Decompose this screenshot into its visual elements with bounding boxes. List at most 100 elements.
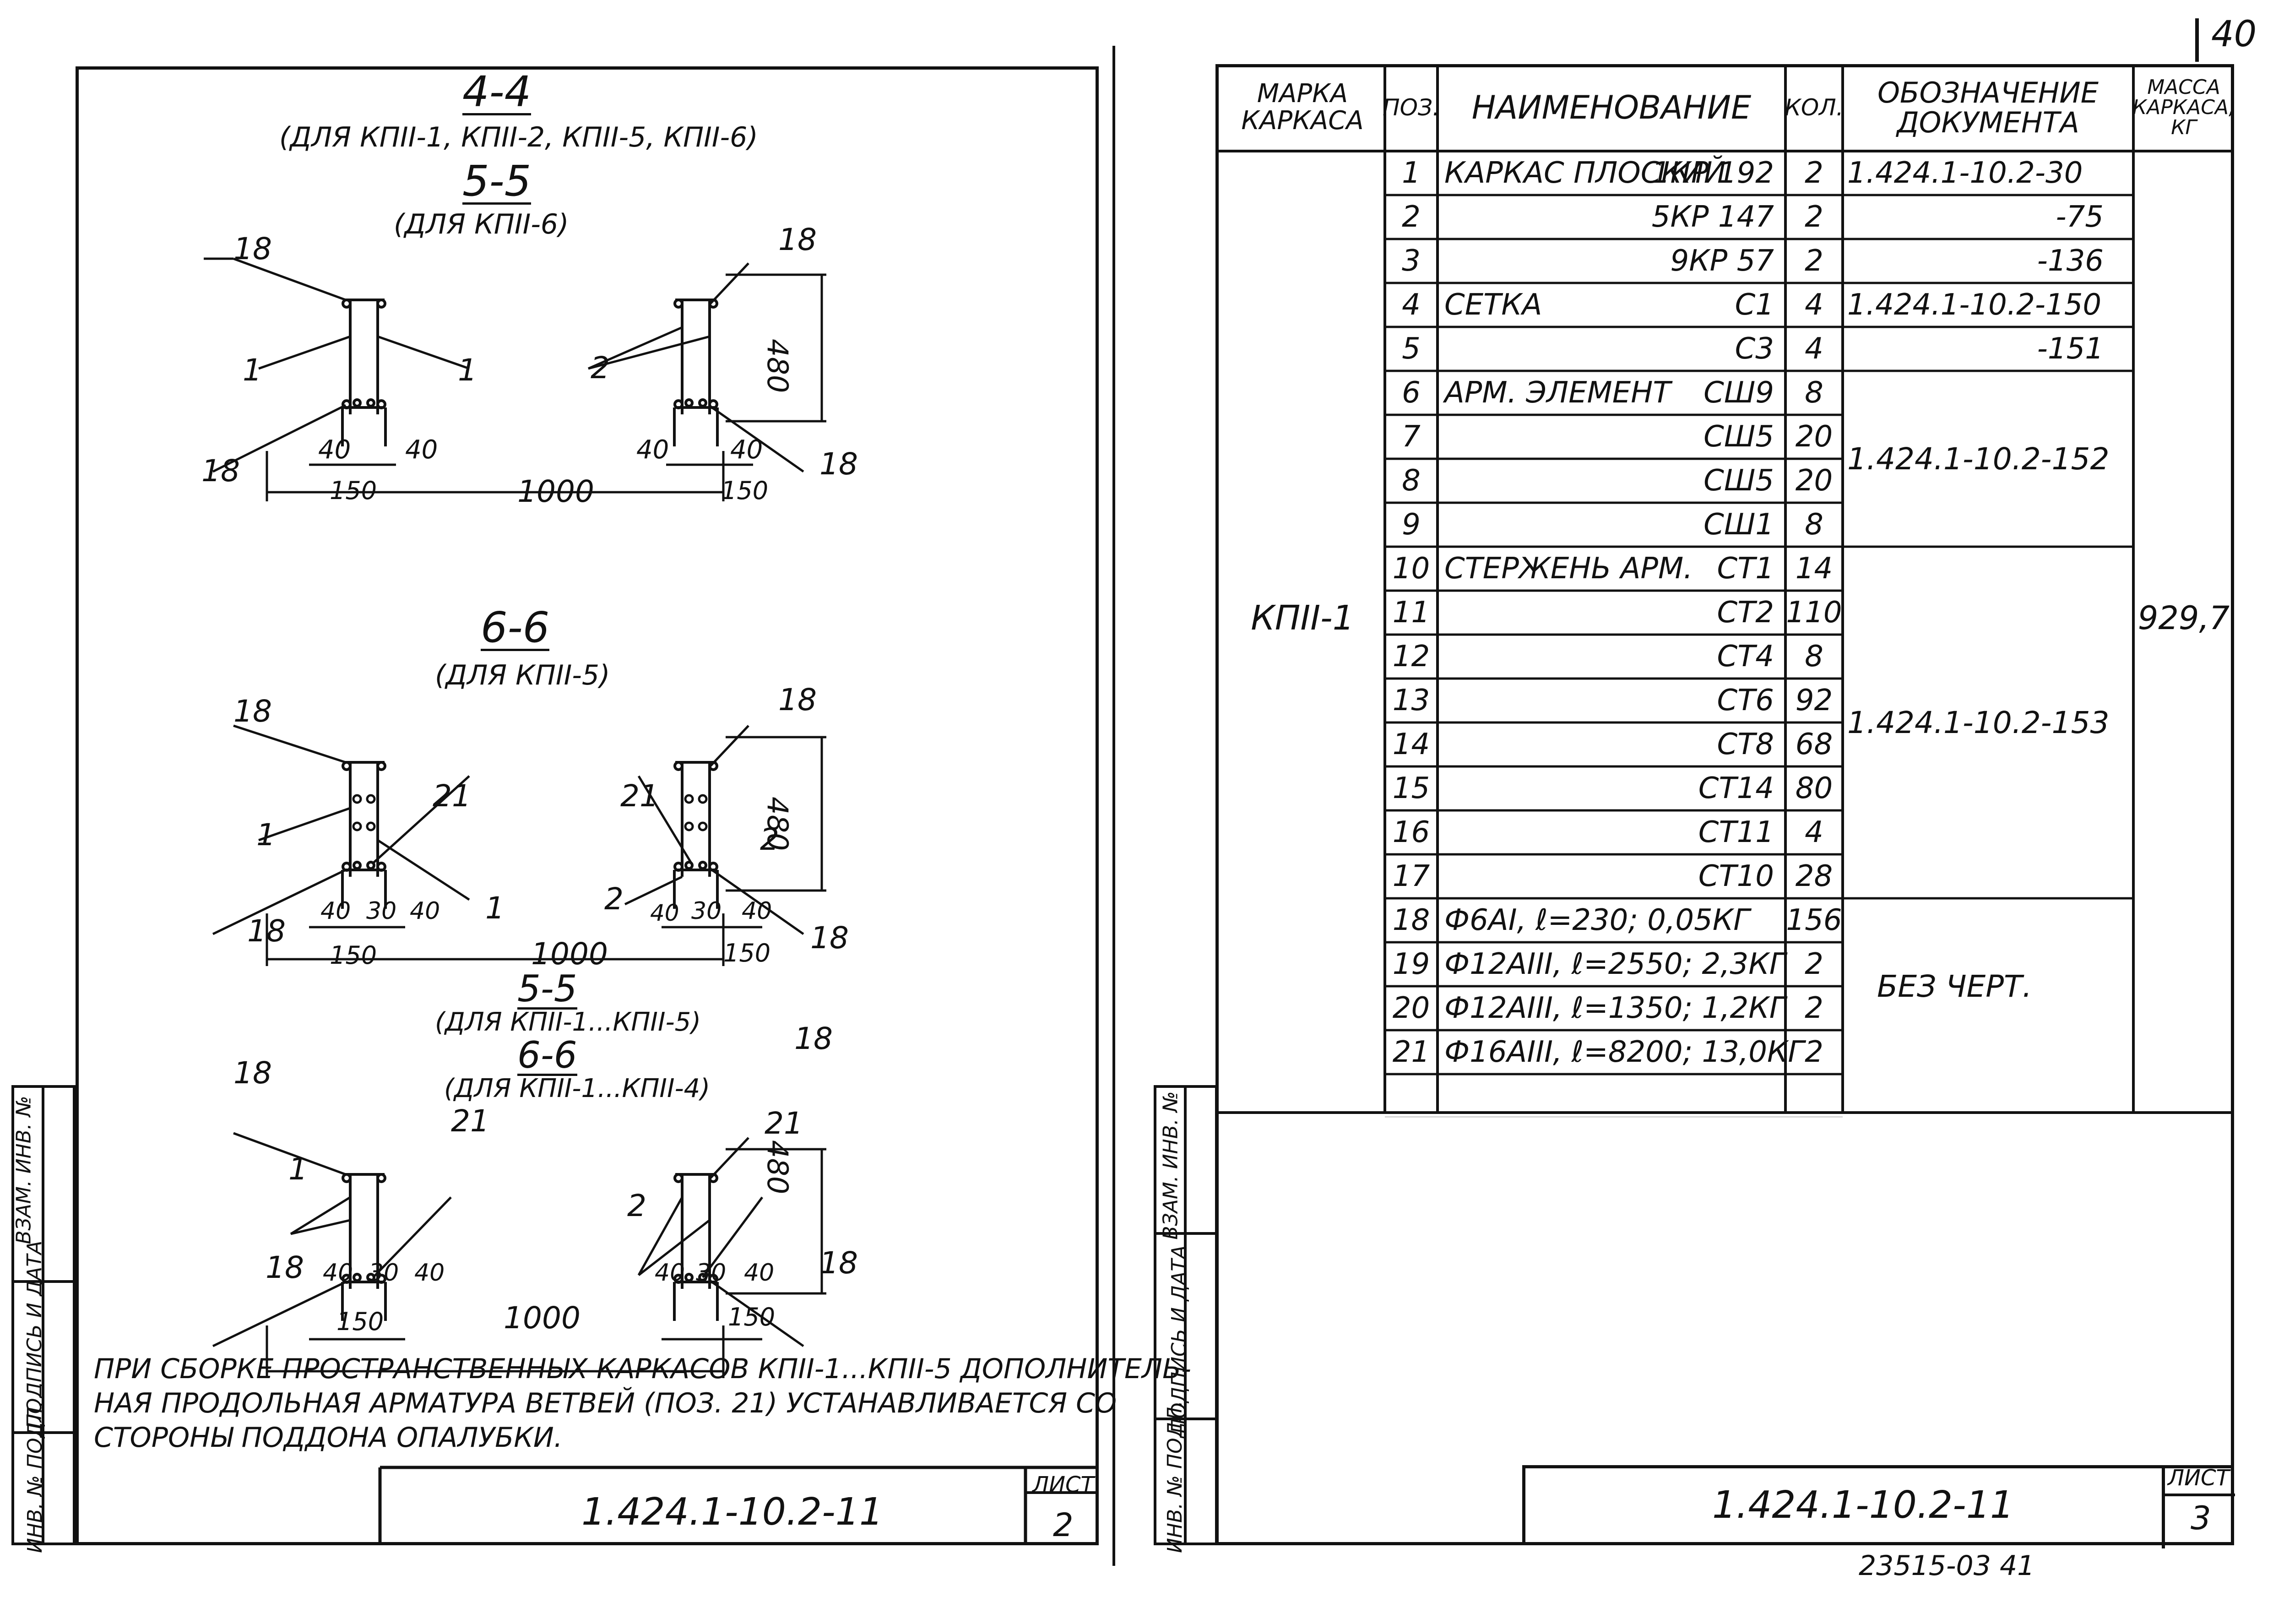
left-sheet-number: 2 [1053, 1506, 1074, 1544]
note-line-3: СТОРОНЫ ПОДДОНА ОПАЛУБКИ. [94, 1422, 563, 1454]
page-number-mark [2195, 18, 2199, 62]
row-name-code: СТ4 [1717, 640, 1774, 673]
doc-group-1-line1: 1.424.1-10.2-30 [1847, 156, 2083, 190]
row-pos: 2 [1402, 200, 1421, 234]
row-qty: 92 [1795, 684, 1833, 717]
lbl-150-d: 150 [723, 939, 771, 967]
section-44-note: (ДЛЯ КПII-1, КПII-2, КПII-5, КПII-6) [279, 121, 758, 153]
row-qty: 68 [1795, 728, 1833, 761]
row-pos: 18 [1392, 903, 1430, 937]
section-66b-note: (ДЛЯ КПII-1...КПII-4) [444, 1074, 711, 1103]
lbl-18-c: 18 [778, 222, 817, 257]
header-doc: ОБОЗНАЧЕНИЕ ДОКУМЕНТА [1877, 76, 2099, 139]
row-name-prefix: КАРКАС ПЛОСКИЙ [1444, 156, 1726, 190]
lbl-480-c: 480 [761, 1140, 794, 1195]
section-44-label: 4-4 [462, 67, 532, 116]
lbl-1-c: 1 [256, 817, 276, 853]
right-sheet [1215, 64, 2234, 1545]
row-pos: 3 [1402, 244, 1421, 278]
row-qty: 2 [1805, 200, 1823, 234]
lbl-21-a: 21 [433, 778, 471, 814]
lbl-18-i: 18 [233, 1055, 272, 1091]
lbl-30-c: 30 [369, 1259, 399, 1287]
lbl-2-c: 2 [604, 881, 624, 917]
row-name-code: 5КР 147 [1651, 200, 1774, 234]
row-pos: 21 [1392, 1035, 1430, 1069]
spec-table-grid [1215, 64, 2234, 1117]
row-qty: 20 [1795, 420, 1833, 454]
row-name-code: С1 [1735, 288, 1774, 322]
row-name-code [1444, 986, 1774, 1030]
lbl-18-b: 18 [201, 453, 240, 489]
row-name-code: СТ8 [1717, 728, 1774, 761]
row-qty: 20 [1795, 464, 1833, 498]
section-55a-note: (ДЛЯ КПII-6) [394, 208, 569, 240]
left-sheet-label: ЛИСТ [1032, 1472, 1094, 1498]
right-title-code: 1.424.1-10.2-11 [1712, 1483, 2014, 1527]
header-name: НАИМЕНОВАНИЕ [1471, 89, 1752, 126]
row-name-code [1444, 1030, 1774, 1074]
left-title-code: 1.424.1-10.2-11 [581, 1490, 884, 1534]
lbl-1-d: 1 [485, 891, 505, 926]
row-pos: 11 [1392, 596, 1430, 630]
lbl-40-h: 40 [742, 897, 772, 925]
row-qty: 2 [1805, 947, 1823, 981]
row-name-code: СТ14 [1698, 771, 1774, 805]
lbl-40-d: 40 [730, 435, 763, 465]
row-pos: 9 [1402, 508, 1421, 542]
row-qty: 4 [1805, 332, 1823, 366]
row-name-code: С3 [1735, 332, 1774, 366]
row-pos: 14 [1392, 728, 1430, 761]
lbl-18-k: 18 [794, 1021, 833, 1056]
right-title-block [1522, 1465, 2235, 1548]
row-pos: 12 [1392, 640, 1430, 673]
left-drawings [204, 257, 1099, 1545]
lbl-2-d: 2 [627, 1188, 646, 1223]
lbl-18-g: 18 [778, 682, 817, 717]
row-pos: 7 [1402, 420, 1421, 454]
lbl-30-a: 30 [366, 897, 397, 925]
header-qty: КОЛ. [1785, 94, 1844, 121]
lbl-40-a: 40 [318, 435, 351, 465]
row-name-code [1444, 942, 1774, 986]
row-name-prefix: Ф6АI, ℓ=230; 0,05КГ [1444, 903, 1750, 937]
row-qty: 2 [1805, 244, 1823, 278]
lbl-40-i: 40 [323, 1259, 353, 1287]
row-pos: 10 [1392, 552, 1430, 586]
row-pos: 1 [1402, 156, 1421, 190]
lbl-1000-b: 1000 [531, 936, 608, 972]
right-stamp-repl: ВЗАМ. ИНВ. № [1159, 1091, 1183, 1240]
row-qty: 8 [1805, 640, 1823, 673]
lbl-150-a: 150 [330, 476, 377, 505]
right-stamp-sign: ПОДПИСЬ И ДАТА [1167, 1245, 1191, 1434]
page-number-top: 40 [2211, 14, 2257, 55]
lbl-18-e: 18 [233, 694, 272, 729]
note-line-2: НАЯ ПРОДОЛЬНАЯ АРМАТУРА ВЕТВЕЙ (ПОЗ. 21)… [94, 1387, 1117, 1419]
lbl-1-b: 1 [458, 353, 477, 388]
row-pos: 8 [1402, 464, 1421, 498]
row-name-code: СШ5 [1704, 420, 1774, 454]
lbl-40-c: 40 [636, 435, 669, 465]
lbl-18-j: 18 [266, 1250, 304, 1285]
section-66a-label: 6-6 [481, 603, 550, 652]
lbl-2-a: 2 [591, 350, 610, 386]
row-qty: 2 [1805, 991, 1823, 1025]
lbl-40-f: 40 [410, 897, 440, 925]
left-stamp-sign: ПОДПИСЬ И ДАТА [23, 1240, 47, 1429]
left-stamp-repl: ВЗАМ. ИНВ. № [12, 1096, 36, 1244]
row-pos: 13 [1392, 684, 1430, 717]
row-qty: 80 [1795, 771, 1833, 805]
lbl-18-l: 18 [819, 1245, 858, 1281]
lbl-40-b: 40 [405, 435, 438, 465]
lbl-40-k: 40 [655, 1259, 685, 1287]
lbl-30-b: 30 [691, 897, 722, 925]
binding-line [1112, 46, 1115, 1566]
row-pos: 4 [1402, 288, 1421, 322]
left-side-stamp [11, 1085, 76, 1545]
row-name-prefix: Ф12АIII, ℓ=2550; 2,3КГ [1444, 947, 1786, 981]
lbl-21-d: 21 [765, 1106, 803, 1141]
drawing-group-2 [212, 724, 826, 966]
mark-value: КПII-1 [1251, 598, 1354, 638]
bottom-stamp: 23515-03 41 [1859, 1550, 2035, 1582]
row-qty: 2 [1805, 156, 1823, 190]
